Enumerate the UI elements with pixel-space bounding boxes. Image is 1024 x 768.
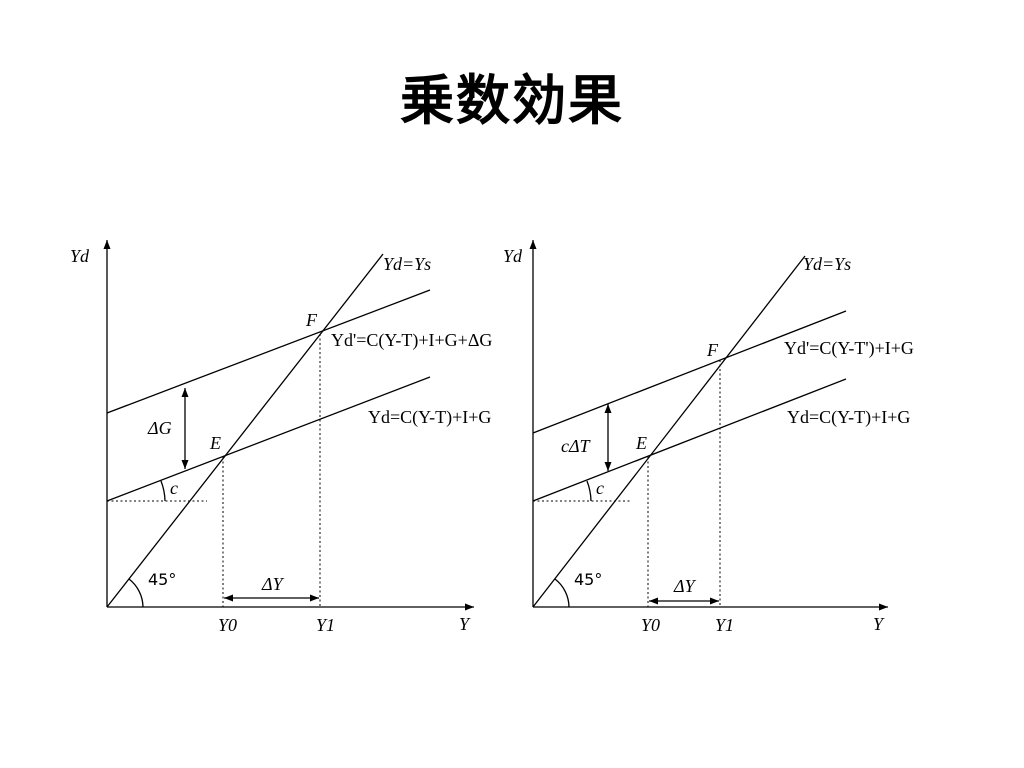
left-45-arc [128, 578, 144, 608]
right-point-e: E [635, 433, 647, 453]
left-angle-label: 45° [148, 570, 176, 589]
right-slope-arc [586, 480, 592, 502]
left-demand-line-new [106, 289, 431, 414]
left-45-degree-line [106, 253, 384, 608]
left-y1-label: Y1 [316, 615, 335, 635]
right-45-degree-line [532, 255, 806, 608]
left-45-line-label: Yd=Ys [383, 254, 431, 274]
right-45-line-label: Yd=Ys [803, 254, 851, 274]
left-new-line-label: Yd'=C(Y-T)+I+G+ΔG [331, 330, 492, 351]
right-demand-line-new [532, 310, 847, 434]
right-y0-label: Y0 [641, 615, 660, 635]
left-y-axis-label: Yd [70, 246, 90, 266]
right-point-f: F [706, 340, 719, 360]
left-delta-y-label: ΔY [261, 574, 285, 594]
right-old-line-label: Yd=C(Y-T)+I+G [787, 407, 910, 428]
left-x-axis-label: Y [459, 614, 471, 634]
left-old-line-label: Yd=C(Y-T)+I+G [368, 407, 491, 428]
slide-title: 乗数効果 [400, 69, 624, 132]
right-delta-y-label: ΔY [673, 576, 697, 596]
right-x-axis-label: Y [873, 614, 885, 634]
right-new-line-label: Yd'=C(Y-T')+I+G [784, 338, 914, 359]
right-45-arc [554, 578, 570, 608]
right-demand-line-old [532, 378, 847, 502]
left-slope-arc [160, 480, 166, 502]
left-shift-label: ΔG [147, 418, 172, 438]
left-y0-label: Y0 [218, 615, 237, 635]
left-point-f: F [305, 310, 318, 330]
left-diagram: Yd Y Yd=Ys Yd'=C(Y-T)+I+G+ΔG Yd=C(Y-T)+I… [70, 240, 492, 635]
right-diagram: Yd Y Yd=Ys Yd'=C(Y-T')+I+G Yd=C(Y-T)+I+G… [503, 240, 914, 635]
right-y-axis-label: Yd [503, 246, 523, 266]
right-slope-label: c [596, 478, 604, 498]
right-shift-label: cΔT [561, 436, 592, 456]
left-point-e: E [209, 433, 221, 453]
right-angle-label: 45° [574, 570, 602, 589]
left-demand-line-old [106, 376, 431, 502]
left-slope-label: c [170, 478, 178, 498]
right-y1-label: Y1 [715, 615, 734, 635]
